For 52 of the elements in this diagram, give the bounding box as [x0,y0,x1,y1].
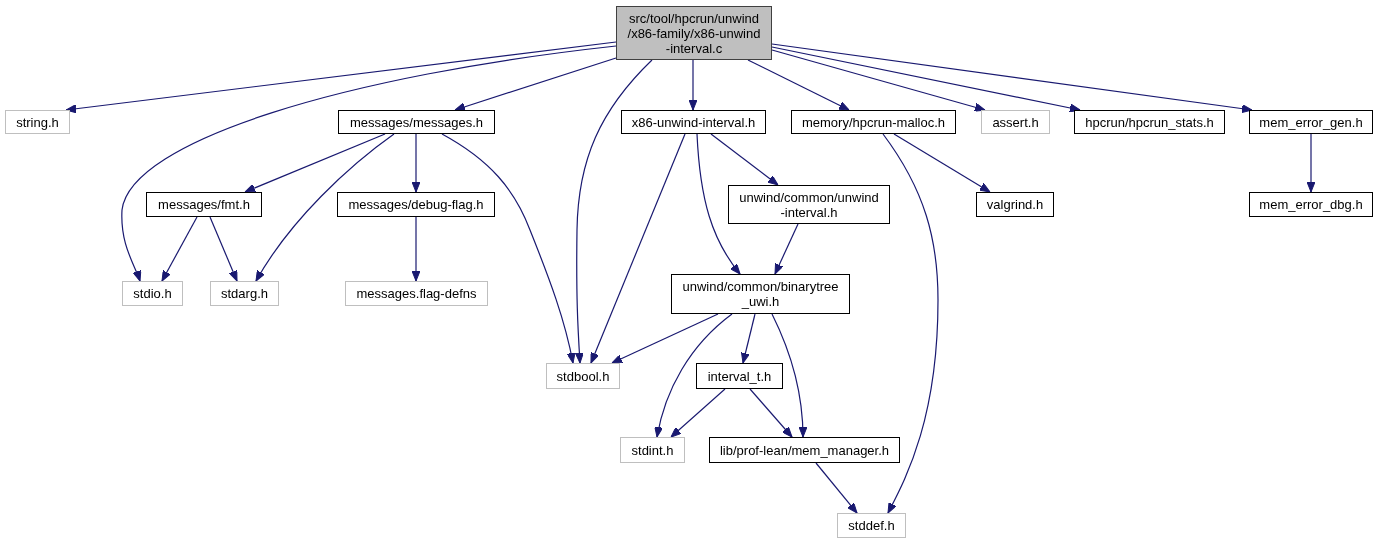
arrow [454,57,617,112]
file-box: lib/prof-lean/mem_manager.h [709,437,900,463]
arrow [654,313,733,438]
file-box: stdio.h [122,281,183,306]
arrow [611,313,719,364]
file-box: mem_error_dbg.h [1249,192,1373,217]
arrow [749,388,793,438]
file-box: stddef.h [837,513,906,538]
arrow [411,133,421,193]
file-box: assert.h [981,110,1050,134]
file-box: unwind/common/unwind -interval.h [728,185,890,224]
file-box: messages/debug-flag.h [337,192,495,217]
file-box: string.h [5,110,70,134]
file-box: memory/hpcrun-malloc.h [791,110,956,134]
arrow [670,388,726,438]
arrow [1306,133,1316,193]
file-box: unwind/common/binarytree _uwi.h [671,274,850,314]
file-box: interval_t.h [696,363,783,389]
file-box: messages/fmt.h [146,192,262,217]
arrow [441,133,576,364]
arrow [815,462,858,514]
arrow [65,41,617,114]
arrow [696,133,741,275]
arrow [255,133,395,282]
file-box: messages.flag-defns [345,281,488,306]
arrow [882,133,939,514]
file-box: valgrind.h [976,192,1054,217]
file-box: messages/messages.h [338,110,495,134]
file-box: stdbool.h [546,363,620,389]
arrow [161,216,198,282]
arrow [688,59,698,111]
arrow [774,223,799,275]
arrow [121,45,617,282]
arrow [710,133,779,186]
arrow [771,43,1253,114]
arrow [771,46,1081,113]
arrow [574,59,653,364]
file-box: x86-unwind-interval.h [621,110,766,134]
arrow [771,313,808,438]
file-box: src/tool/hpcrun/unwind /x86-family/x86-unwind -interval.c [616,6,772,60]
arrow [893,133,991,193]
file-box: stdarg.h [210,281,279,306]
arrow [741,313,756,364]
file-box: hpcrun/hpcrun_stats.h [1074,110,1225,134]
arrow [771,49,986,112]
arrow [244,133,386,193]
arrow [411,216,421,282]
arrow [209,216,238,282]
arrow [747,59,850,111]
file-box: stdint.h [620,437,685,463]
file-box: mem_error_gen.h [1249,110,1373,134]
arrow [590,133,686,364]
